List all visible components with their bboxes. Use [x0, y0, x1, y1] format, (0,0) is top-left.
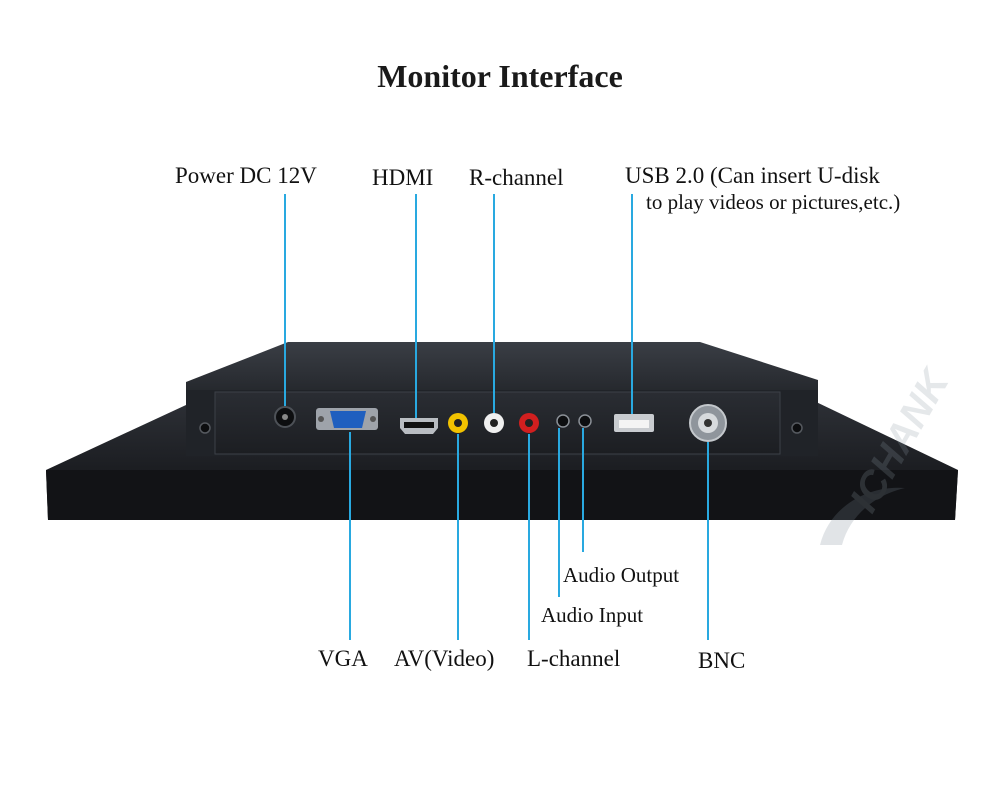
rear-housing-top — [186, 342, 818, 392]
audio-output-port — [578, 414, 592, 428]
page-title: Monitor Interface — [377, 58, 623, 94]
monitor-bezel-edge — [46, 470, 958, 520]
power-port — [274, 406, 296, 428]
label-power: Power DC 12V — [175, 163, 317, 188]
screw-right — [791, 422, 803, 434]
label-usb-line2: to play videos or pictures,etc.) — [646, 190, 901, 214]
hdmi-port — [400, 418, 438, 434]
label-l-channel: L-channel — [527, 646, 621, 671]
label-r-channel: R-channel — [469, 165, 564, 190]
bnc-port — [689, 404, 727, 442]
label-vga: VGA — [318, 646, 368, 671]
r-channel-port — [484, 413, 504, 433]
screw-left — [199, 422, 211, 434]
audio-input-port — [556, 414, 570, 428]
label-audio-output: Audio Output — [563, 563, 680, 587]
usb-port — [614, 414, 654, 432]
label-audio-input: Audio Input — [541, 603, 644, 627]
vga-port — [316, 408, 378, 430]
l-channel-port — [519, 413, 539, 433]
label-av-video: AV(Video) — [394, 646, 495, 671]
leader-lines — [284, 194, 709, 640]
av-video-port — [448, 413, 468, 433]
label-hdmi: HDMI — [372, 165, 434, 190]
monitor-body — [46, 342, 958, 520]
ports — [274, 404, 727, 442]
label-usb-line1: USB 2.0 (Can insert U-disk — [625, 163, 880, 188]
label-bnc: BNC — [698, 648, 746, 673]
